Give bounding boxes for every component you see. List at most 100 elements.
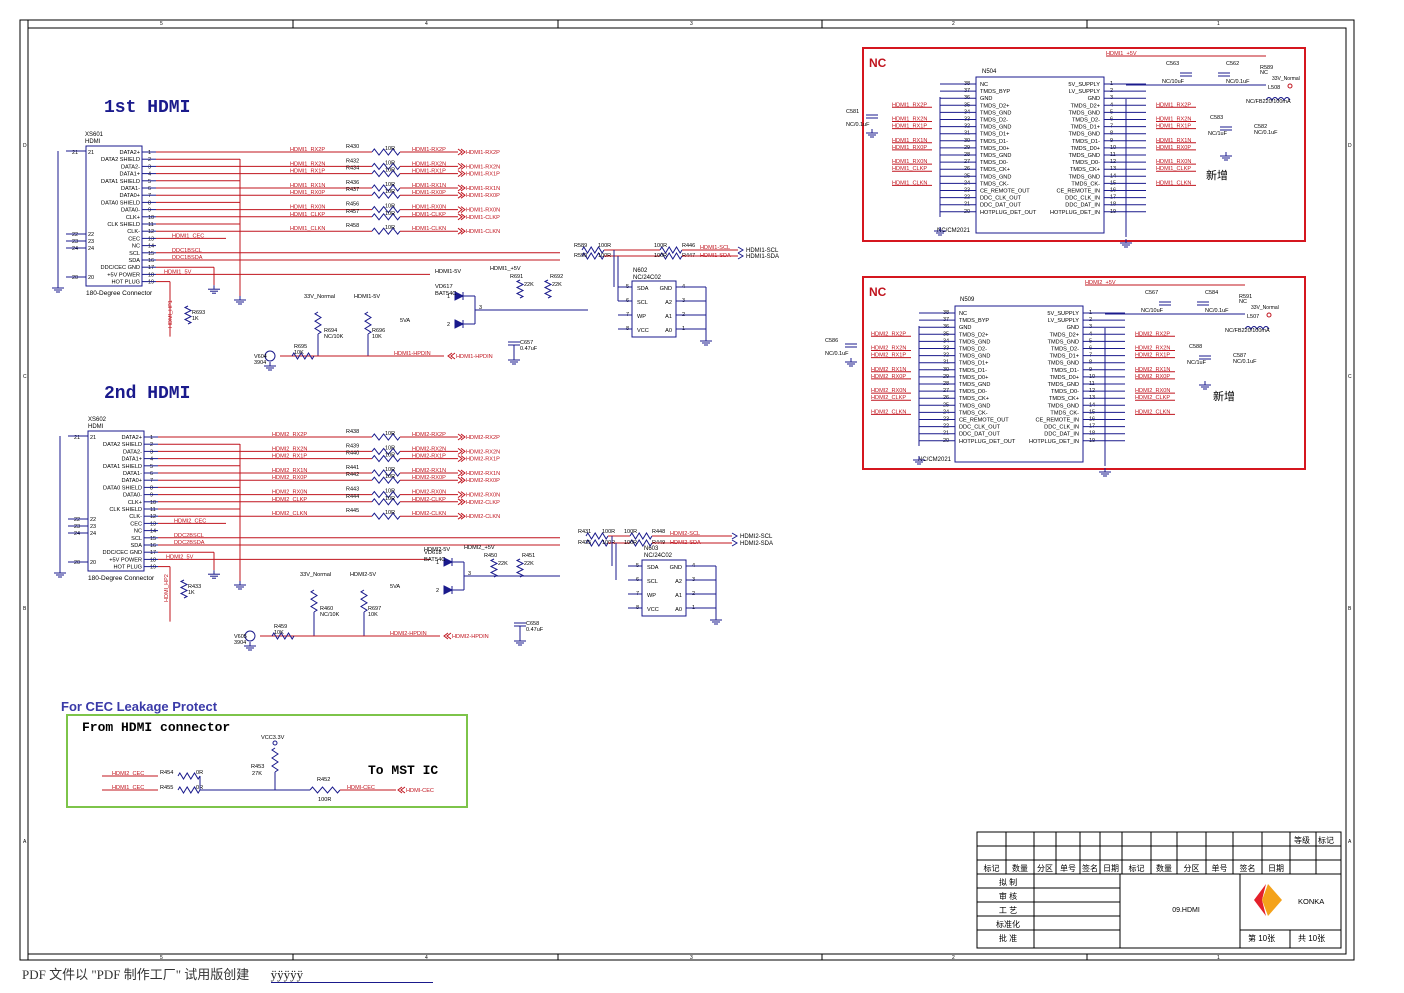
net-label: HDMI2_RX0N: [871, 388, 906, 394]
net-label: HDMI2_RX2N: [272, 446, 307, 452]
net-label: HDMI2-RX0N: [412, 490, 446, 496]
resistor-ref: R589: [574, 243, 587, 249]
shell-pin: 23: [74, 524, 80, 530]
shell-pin: 22: [90, 517, 96, 523]
net-label: HDMI1_RX1N: [290, 183, 325, 189]
port-label: HDMI2-CLKP: [466, 500, 500, 506]
resistor-ref: R591: [1239, 294, 1252, 300]
resistor-ref: R435: [578, 540, 591, 546]
net-label: HDMI1_CLKN: [1156, 180, 1191, 186]
resistor-symbol: [515, 279, 525, 299]
shell-pin: 22: [72, 232, 78, 238]
resistor-symbol: [309, 786, 341, 794]
shell-pin: 24: [88, 246, 94, 252]
net-label: HDMI2_RX0N: [1135, 388, 1170, 394]
port-label: HDMI1-CLKN: [466, 229, 500, 235]
power-port-icon: [1287, 83, 1293, 89]
title-block: 等级标记标记数量分区单号签名日期标记数量分区单号签名日期拟 制审 核工 艺标准化…: [976, 831, 1342, 949]
connector-pin-label: DATA1 SHIELD: [103, 464, 142, 470]
grid-col-label: 3: [690, 21, 693, 27]
ic-pin-label: GND: [1088, 96, 1100, 102]
pdf-footer-link[interactable]: ÿÿÿÿÿ: [270, 967, 434, 983]
net-label: HDMI1_RX1N: [1156, 138, 1191, 144]
title-header: 标记: [984, 863, 1000, 873]
ic-pin-label: DDC_CLK_OUT: [980, 196, 1022, 202]
net-label: HDMI1_RX1P: [892, 124, 927, 130]
shell-pin: 20: [74, 560, 80, 566]
resistor-ref: R458: [346, 223, 359, 229]
cap-ref: C562: [1226, 61, 1239, 67]
ic-pin-label: HOTPLUG_DET_OUT: [980, 210, 1037, 216]
power-label: HDMI1-5V: [354, 294, 380, 300]
port-label: HDMI1-RX2P: [466, 150, 500, 156]
connector-pin-number: 9: [150, 493, 153, 499]
ic-pin-label: TMDS_D1-: [959, 368, 987, 374]
ic2-body: [954, 305, 1084, 463]
port-arrow-icon: [457, 469, 466, 477]
connector-pin-label: NC: [132, 244, 140, 250]
net-label: HDMI1_RX2N: [1156, 117, 1191, 123]
power-label: 33V_Normal: [304, 294, 335, 300]
pin-number: 2: [447, 322, 450, 328]
ic-pin-label: LV_SUPPLY: [1069, 89, 1100, 95]
xs602-ref: XS602: [88, 417, 107, 423]
ic-pin-label: TMDS_CK+: [1049, 396, 1079, 402]
net-label: HDMI2_RX2P: [1135, 331, 1170, 337]
resistor-symbol: [371, 476, 401, 485]
connector1-footer: 180-Degree Connector: [86, 290, 153, 297]
power-label: HDMI2-5V: [350, 572, 376, 578]
net-label: HDMI1-RX2N: [412, 161, 446, 167]
cec-from: From HDMI connector: [82, 720, 230, 735]
connector-pin-number: 14: [148, 244, 154, 250]
resistor-value: 100R: [602, 529, 615, 535]
power-label: HDMI2-5V: [424, 547, 450, 553]
resistor-ref: R445: [346, 508, 359, 514]
net-label: HDMI1_RX0N: [1156, 159, 1191, 165]
net-label: HDMI2_RX1P: [1135, 353, 1170, 359]
xs601-ref: XS601: [85, 132, 104, 138]
net-label: HDMI1-RX1P: [412, 169, 446, 175]
ic-pin-label: TMDS_GND: [980, 125, 1011, 131]
inner-border: [27, 27, 1347, 955]
ic-pin-label: TMDS_D0-: [980, 160, 1008, 166]
net-label: HDMI1-SCL: [700, 245, 730, 251]
title-grade: 等级: [1294, 835, 1310, 845]
net-label: HDMI_HP2: [164, 574, 170, 602]
connector-pin-label: DATA2 SHIELD: [103, 442, 142, 448]
resistor-value: 10R: [385, 146, 395, 152]
resistor-symbol: [371, 148, 401, 156]
net-label: HDMI2_CLKN: [871, 409, 906, 415]
resistor-ref: R434: [346, 166, 359, 172]
net-label: HDMI2_CLKP: [1135, 395, 1170, 401]
net-label: HDMI1_CEC: [112, 785, 144, 791]
shell-pin: 21: [72, 150, 78, 156]
port-label: HDMI2-RX2N: [466, 449, 500, 455]
net-label: HDMI1-HPDIN: [394, 351, 431, 357]
net-label: HDMI1_CEC: [172, 233, 204, 239]
connector-pin-label: DATA0 SHIELD: [103, 485, 142, 491]
connector-pin-label: CLK-: [129, 514, 142, 520]
new-add-2: 新增: [1213, 389, 1235, 403]
ic-pin-label: NC: [959, 311, 967, 317]
resistor-value: 100R: [624, 540, 637, 546]
net-label: HDMI1-RX1N: [412, 183, 446, 189]
resistor-ref: R694: [324, 328, 337, 334]
connector-pin-label: NC: [134, 529, 142, 535]
konka-logo-icon: [1262, 884, 1282, 916]
port-arrow-icon: [731, 532, 738, 540]
resistor-ref: R444: [346, 494, 359, 500]
title-header: 分区: [1184, 864, 1200, 873]
resistor-ref: R451: [522, 553, 535, 559]
net-label: HDMI1_RX0N: [892, 159, 927, 165]
resistor-symbol: [271, 747, 279, 773]
eeprom-pin-label: GND: [660, 286, 672, 292]
port-label: HDMI2-RX1N: [466, 471, 500, 477]
connector-pin-number: 19: [150, 565, 156, 571]
connector-pin-label: SCL: [131, 536, 142, 542]
title-header: 标记: [1129, 863, 1145, 873]
ic-pin-label: TMDS_D1+: [980, 132, 1009, 138]
port-arrow-icon: [443, 632, 452, 640]
port-label: HDMI2-HPDIN: [452, 634, 489, 640]
